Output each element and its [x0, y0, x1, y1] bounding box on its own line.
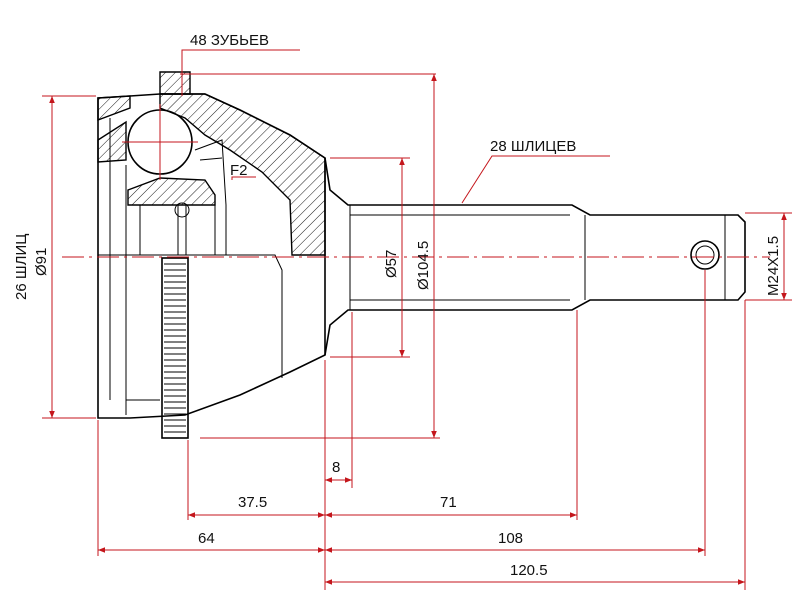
dim-108: 108	[498, 530, 523, 547]
abs-ring	[161, 257, 189, 439]
thread-label: M24X1.5	[765, 236, 782, 296]
dim-71: 71	[440, 494, 457, 511]
inner-splines-label: 26 ШЛИЦ	[13, 234, 30, 300]
dim-37-5: 37.5	[238, 494, 267, 511]
labels: 48 ЗУБЬЕВ 28 ШЛИЦЕВ F2 26 ШЛИЦ Ø91 Ø57 Ø…	[13, 32, 782, 579]
dim-120-5: 120.5	[510, 562, 548, 579]
f2-label: F2	[230, 162, 248, 179]
dim-8: 8	[332, 459, 340, 476]
dimension-lines	[42, 49, 792, 590]
dim-64: 64	[198, 530, 215, 547]
flange-diameter-label: Ø104.5	[415, 241, 432, 290]
outer-splines-label: 28 ШЛИЦЕВ	[490, 138, 576, 155]
teeth-label: 48 ЗУБЬЕВ	[190, 32, 269, 49]
shaft-end-hole	[690, 240, 720, 270]
housing-wall-hatch	[159, 93, 326, 256]
inner-race-hatch	[127, 177, 216, 206]
outer-diameter-label: Ø91	[33, 248, 50, 276]
shaft-diameter-label: Ø57	[383, 250, 400, 278]
